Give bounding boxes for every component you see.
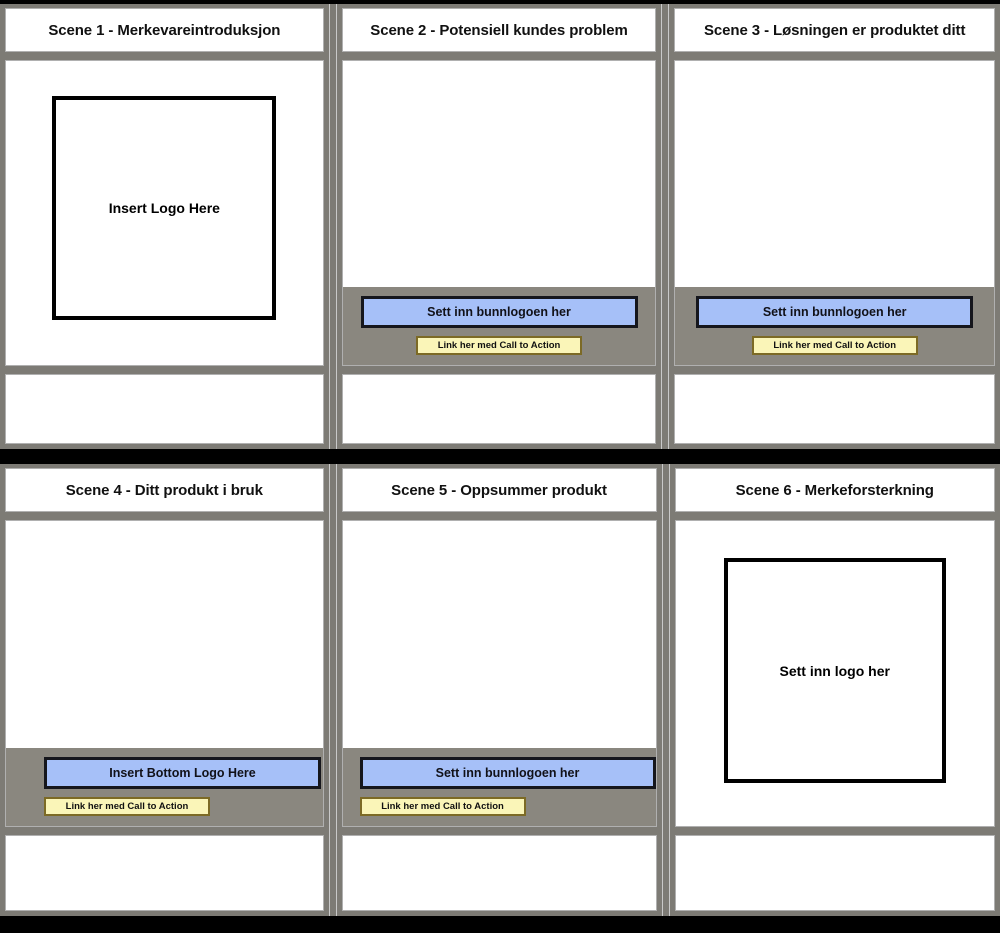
scene-divider-band-2 — [336, 52, 662, 60]
scene-title-2: Scene 2 - Potensiell kundes problem — [370, 21, 628, 39]
scene-notes-panel-3[interactable] — [674, 374, 995, 444]
scene-stage-6[interactable]: Sett inn logo her — [674, 520, 995, 827]
scene-bottom-strip-4: Insert Bottom Logo Here Link her med Cal… — [6, 748, 323, 826]
scene-bottom-strip-3: Sett inn bunnlogoen her Link her med Cal… — [675, 287, 994, 365]
scene-canvas-4[interactable] — [6, 521, 323, 748]
scene-title-1: Scene 1 - Merkevareintroduksjon — [48, 21, 281, 39]
bottom-logo-label-2: Sett inn bunnlogoen her — [427, 305, 571, 319]
scene-panel-4[interactable]: Scene 4 - Ditt produkt i bruk Insert Bot… — [0, 464, 329, 916]
scene-notes-panel-2[interactable] — [341, 374, 657, 444]
scene-bottom-band-4 — [0, 827, 329, 835]
scene-title-bar-2: Scene 2 - Potensiell kundes problem — [341, 8, 657, 52]
scene-divider-band-6 — [669, 512, 1000, 520]
scene-panel-3[interactable]: Scene 3 - Løsningen er produktet ditt Se… — [669, 4, 1000, 449]
column-gutter-1 — [328, 4, 337, 449]
scene-title-bar-3: Scene 3 - Løsningen er produktet ditt — [674, 8, 995, 52]
column-gutter-3 — [328, 464, 337, 916]
logo-placeholder-label-1: Insert Logo Here — [108, 200, 220, 216]
logo-placeholder-box-6[interactable]: Sett inn logo her — [723, 558, 946, 783]
scene-panel-1[interactable]: Scene 1 - Merkevareintroduksjon Insert L… — [0, 4, 329, 449]
storyboard-row-2: Scene 4 - Ditt produkt i bruk Insert Bot… — [0, 464, 1000, 916]
cta-button-5[interactable]: Link her med Call to Action — [359, 797, 526, 816]
scene-stage-2[interactable]: Sett inn bunnlogoen her Link her med Cal… — [341, 60, 657, 366]
scene-panel-2[interactable]: Scene 2 - Potensiell kundes problem Sett… — [336, 4, 662, 449]
scene-stage-1[interactable]: Insert Logo Here — [5, 60, 324, 366]
storyboard-row-1: Scene 1 - Merkevareintroduksjon Insert L… — [0, 4, 1000, 449]
column-gutter-2 — [661, 4, 670, 449]
scene-notes-panel-4[interactable] — [5, 835, 324, 911]
bottom-logo-label-5: Sett inn bunnlogoen her — [435, 766, 580, 780]
cta-button-4[interactable]: Link her med Call to Action — [44, 797, 210, 816]
scene-panel-6[interactable]: Scene 6 - Merkeforsterkning Sett inn log… — [669, 464, 1000, 916]
bottom-logo-bar-4[interactable]: Insert Bottom Logo Here — [44, 757, 321, 789]
scene-notes-panel-5[interactable] — [341, 835, 657, 911]
scene-panel-5[interactable]: Scene 5 - Oppsummer produkt Sett inn bun… — [336, 464, 662, 916]
scene-canvas-3[interactable] — [675, 61, 994, 287]
scene-title-3: Scene 3 - Løsningen er produktet ditt — [704, 21, 966, 39]
logo-placeholder-box-1[interactable]: Insert Logo Here — [52, 96, 277, 320]
bottom-logo-bar-5[interactable]: Sett inn bunnlogoen her — [359, 757, 656, 789]
bottom-logo-bar-2[interactable]: Sett inn bunnlogoen her — [360, 296, 638, 328]
cta-button-2[interactable]: Link her med Call to Action — [416, 336, 583, 355]
scene-title-bar-1: Scene 1 - Merkevareintroduksjon — [5, 8, 324, 52]
logo-placeholder-label-6: Sett inn logo her — [779, 662, 890, 679]
cta-button-3[interactable]: Link her med Call to Action — [751, 336, 918, 355]
scene-divider-band-5 — [336, 512, 662, 520]
scene-notes-panel-1[interactable] — [5, 374, 324, 444]
scene-title-bar-5: Scene 5 - Oppsummer produkt — [341, 468, 657, 512]
scene-canvas-2[interactable] — [342, 61, 656, 287]
scene-bottom-band-1 — [0, 366, 329, 374]
cta-label-3: Link her med Call to Action — [773, 340, 896, 351]
scene-bottom-strip-2: Sett inn bunnlogoen her Link her med Cal… — [342, 287, 656, 365]
scene-bottom-strip-5: Sett inn bunnlogoen her Link her med Cal… — [342, 748, 656, 826]
cta-label-5: Link her med Call to Action — [381, 801, 504, 812]
scene-canvas-6[interactable]: Sett inn logo her — [675, 521, 994, 826]
scene-bottom-band-3 — [669, 366, 1000, 374]
scene-divider-band-1 — [0, 52, 329, 60]
bottom-logo-label-3: Sett inn bunnlogoen her — [762, 305, 907, 319]
scene-stage-5[interactable]: Sett inn bunnlogoen her Link her med Cal… — [341, 520, 657, 827]
scene-title-4: Scene 4 - Ditt produkt i bruk — [65, 481, 263, 499]
bottom-logo-label-4: Insert Bottom Logo Here — [109, 766, 256, 780]
scene-title-5: Scene 5 - Oppsummer produkt — [391, 481, 607, 499]
scene-title-6: Scene 6 - Merkeforsterkning — [735, 481, 934, 499]
scene-title-bar-4: Scene 4 - Ditt produkt i bruk — [5, 468, 324, 512]
scene-divider-band-4 — [0, 512, 329, 520]
cta-label-4: Link her med Call to Action — [65, 801, 189, 812]
scene-canvas-1[interactable]: Insert Logo Here — [6, 61, 323, 365]
scene-title-bar-6: Scene 6 - Merkeforsterkning — [674, 468, 995, 512]
scene-divider-band-3 — [669, 52, 1000, 60]
cta-label-2: Link her med Call to Action — [437, 340, 561, 351]
scene-bottom-band-5 — [336, 827, 662, 835]
scene-bottom-band-6 — [669, 827, 1000, 835]
scene-bottom-band-2 — [336, 366, 662, 374]
bottom-logo-bar-3[interactable]: Sett inn bunnlogoen her — [696, 296, 974, 328]
scene-stage-3[interactable]: Sett inn bunnlogoen her Link her med Cal… — [674, 60, 995, 366]
scene-notes-panel-6[interactable] — [674, 835, 995, 911]
scene-canvas-5[interactable] — [342, 521, 656, 748]
scene-stage-4[interactable]: Insert Bottom Logo Here Link her med Cal… — [5, 520, 324, 827]
column-gutter-4 — [661, 464, 670, 916]
